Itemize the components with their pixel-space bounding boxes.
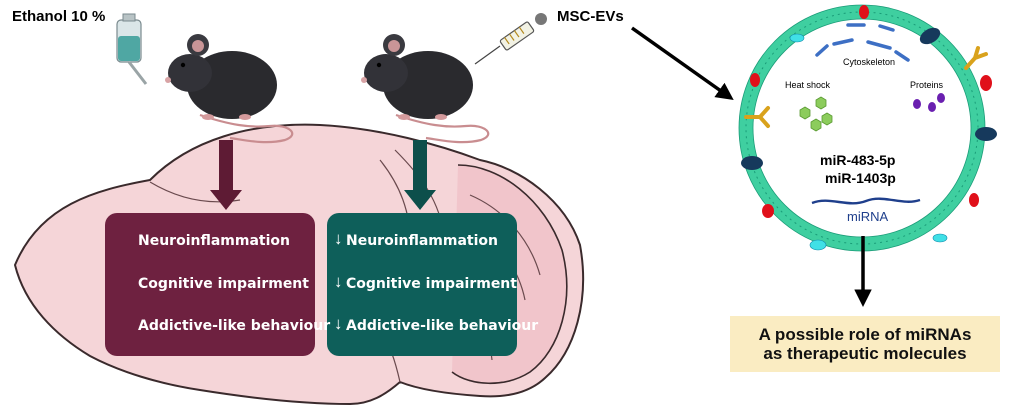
decrease-arrow-icon: ↓ [334,229,343,248]
conclusion-line-1: A possible role of miRNAs [758,325,972,344]
treated-box [327,213,517,356]
msc-evs-arrow [630,26,734,101]
untreated-box [105,213,315,356]
treated-item-2: Cognitive impairment [346,276,517,292]
water-bottle-icon [116,13,148,85]
treated-item-1: Neuroinflammation [346,233,498,249]
mouse-ethanol [165,34,294,144]
treated-arrow [404,140,436,210]
mirna-label: miRNA [847,209,889,224]
proteins-label: Proteins [910,80,944,90]
untreated-item-3: Addictive-like behaviour [138,318,331,334]
conclusion-box: A possible role of miRNAs as therapeutic… [730,316,1000,372]
untreated-item-2: Cognitive impairment [138,276,309,292]
heat-shock-label: Heat shock [785,80,831,90]
ethanol-label: Ethanol 10 % [12,8,106,25]
msc-evs-label: MSC-EVs [557,8,624,25]
decrease-arrow-icon: ↓ [334,272,343,291]
mirna-483-label: miR-483-5p [820,152,896,168]
conclusion-line-2: as therapeutic molecules [763,344,967,363]
mirna-1403-label: miR-1403p [825,170,896,186]
syringe-icon [474,13,547,65]
decrease-arrow-icon: ↓ [334,314,343,333]
treated-item-3: Addictive-like behaviour [346,318,539,334]
cytoskeleton-label: Cytoskeleton [843,57,896,67]
mouse-msc-evs [361,34,490,144]
untreated-item-1: Neuroinflammation [138,233,290,249]
extracellular-vesicle [738,4,997,252]
untreated-arrow [210,140,242,210]
